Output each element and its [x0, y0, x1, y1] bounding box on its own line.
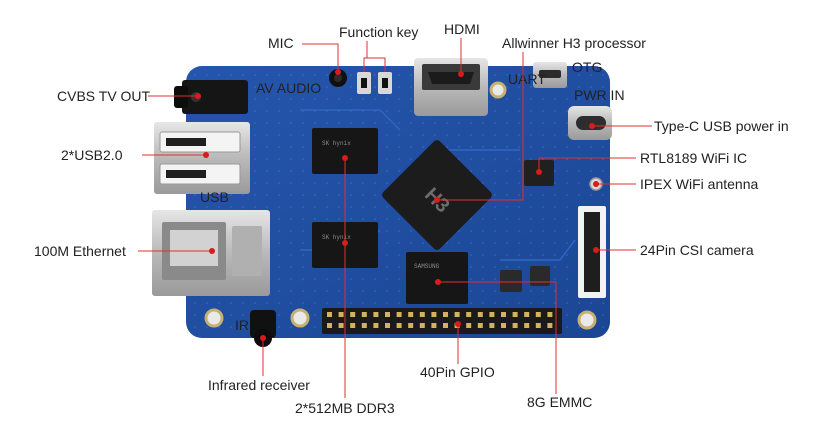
svg-text:SAMSUNG: SAMSUNG [414, 263, 440, 270]
label-type-c: Type-C USB power in [654, 118, 789, 134]
mic-component [329, 69, 347, 87]
silk-uart: UART [508, 71, 546, 87]
gpio-pin [501, 312, 506, 317]
gpio-pin [443, 312, 448, 317]
gpio-pin [373, 312, 379, 317]
label-ipex: IPEX WiFi antenna [640, 176, 758, 192]
silk-pwr: PWR IN [574, 87, 625, 103]
gpio-pin [419, 323, 425, 328]
gpio-pin [350, 323, 356, 328]
svg-text:SK hynix: SK hynix [322, 234, 351, 241]
gpio-pin [431, 312, 437, 317]
label-hdmi: HDMI [444, 21, 480, 37]
gpio-pin [512, 323, 518, 328]
gpio-pin [466, 323, 472, 328]
gpio-pin [396, 323, 402, 328]
gpio-pin [547, 323, 553, 328]
gpio-pin [327, 312, 332, 317]
gpio-pin [385, 312, 390, 317]
gpio-pin [361, 312, 367, 317]
gpio-pin [385, 323, 390, 328]
silk-otg: OTG [572, 59, 602, 75]
label-ethernet: 100M Ethernet [34, 243, 126, 259]
label-cvbs: CVBS TV OUT [57, 88, 151, 104]
emmc-chip: SAMSUNG [406, 252, 468, 304]
gpio-pin [408, 312, 414, 317]
ddr3-chip-1: SK hynix [312, 128, 378, 174]
label-gpio: 40Pin GPIO [420, 364, 495, 380]
label-csi: 24Pin CSI camera [640, 242, 754, 258]
csi-connector [578, 206, 606, 298]
gpio-pin [524, 323, 530, 328]
gpio-pin [327, 323, 332, 328]
label-mic: MIC [268, 35, 294, 51]
gpio-pin [489, 312, 495, 317]
label-wifi-ic: RTL8189 WiFi IC [640, 150, 747, 166]
gpio-pin [535, 323, 541, 328]
gpio-pin [350, 312, 356, 317]
gpio-pin [431, 323, 437, 328]
gpio-pin [443, 323, 448, 328]
gpio-pin [361, 323, 367, 328]
function-keys [357, 72, 392, 94]
type-c-port [568, 106, 612, 140]
gpio-pin [466, 312, 472, 317]
label-emmc: 8G EMMC [527, 394, 592, 410]
gpio-pin [477, 323, 483, 328]
regulator [500, 270, 522, 292]
gpio-pin [547, 312, 553, 317]
gpio-pin [419, 312, 425, 317]
usb-ports [154, 122, 250, 194]
otg-port [533, 62, 567, 88]
gpio-pin [477, 312, 483, 317]
callout-dots [195, 69, 599, 341]
label-function-key: Function key [339, 24, 418, 40]
cvbs-jack [174, 80, 248, 114]
gpio-pin [338, 323, 344, 328]
pmic [530, 266, 550, 286]
label-processor: Allwinner H3 processor [502, 35, 646, 51]
gpio-pin [512, 312, 518, 317]
gpio-pin [373, 323, 379, 328]
gpio-pin [338, 312, 344, 317]
label-usb: 2*USB2.0 [61, 147, 123, 163]
label-ir: Infrared receiver [208, 377, 310, 393]
label-ddr: 2*512MB DDR3 [295, 400, 395, 416]
svg-text:SK hynix: SK hynix [322, 140, 351, 147]
silk-audio: AV AUDIO [256, 80, 321, 96]
gpio-pin [489, 323, 495, 328]
gpio-pin [408, 323, 414, 328]
gpio-pin [454, 312, 460, 317]
gpio-pin [524, 312, 530, 317]
hdmi-port [414, 58, 488, 116]
gpio-pin [396, 312, 402, 317]
silk-usb: USB [200, 189, 229, 205]
gpio-pin [535, 312, 541, 317]
gpio-header [322, 308, 562, 334]
silk-ir: IR [235, 317, 249, 333]
gpio-pin [501, 323, 506, 328]
